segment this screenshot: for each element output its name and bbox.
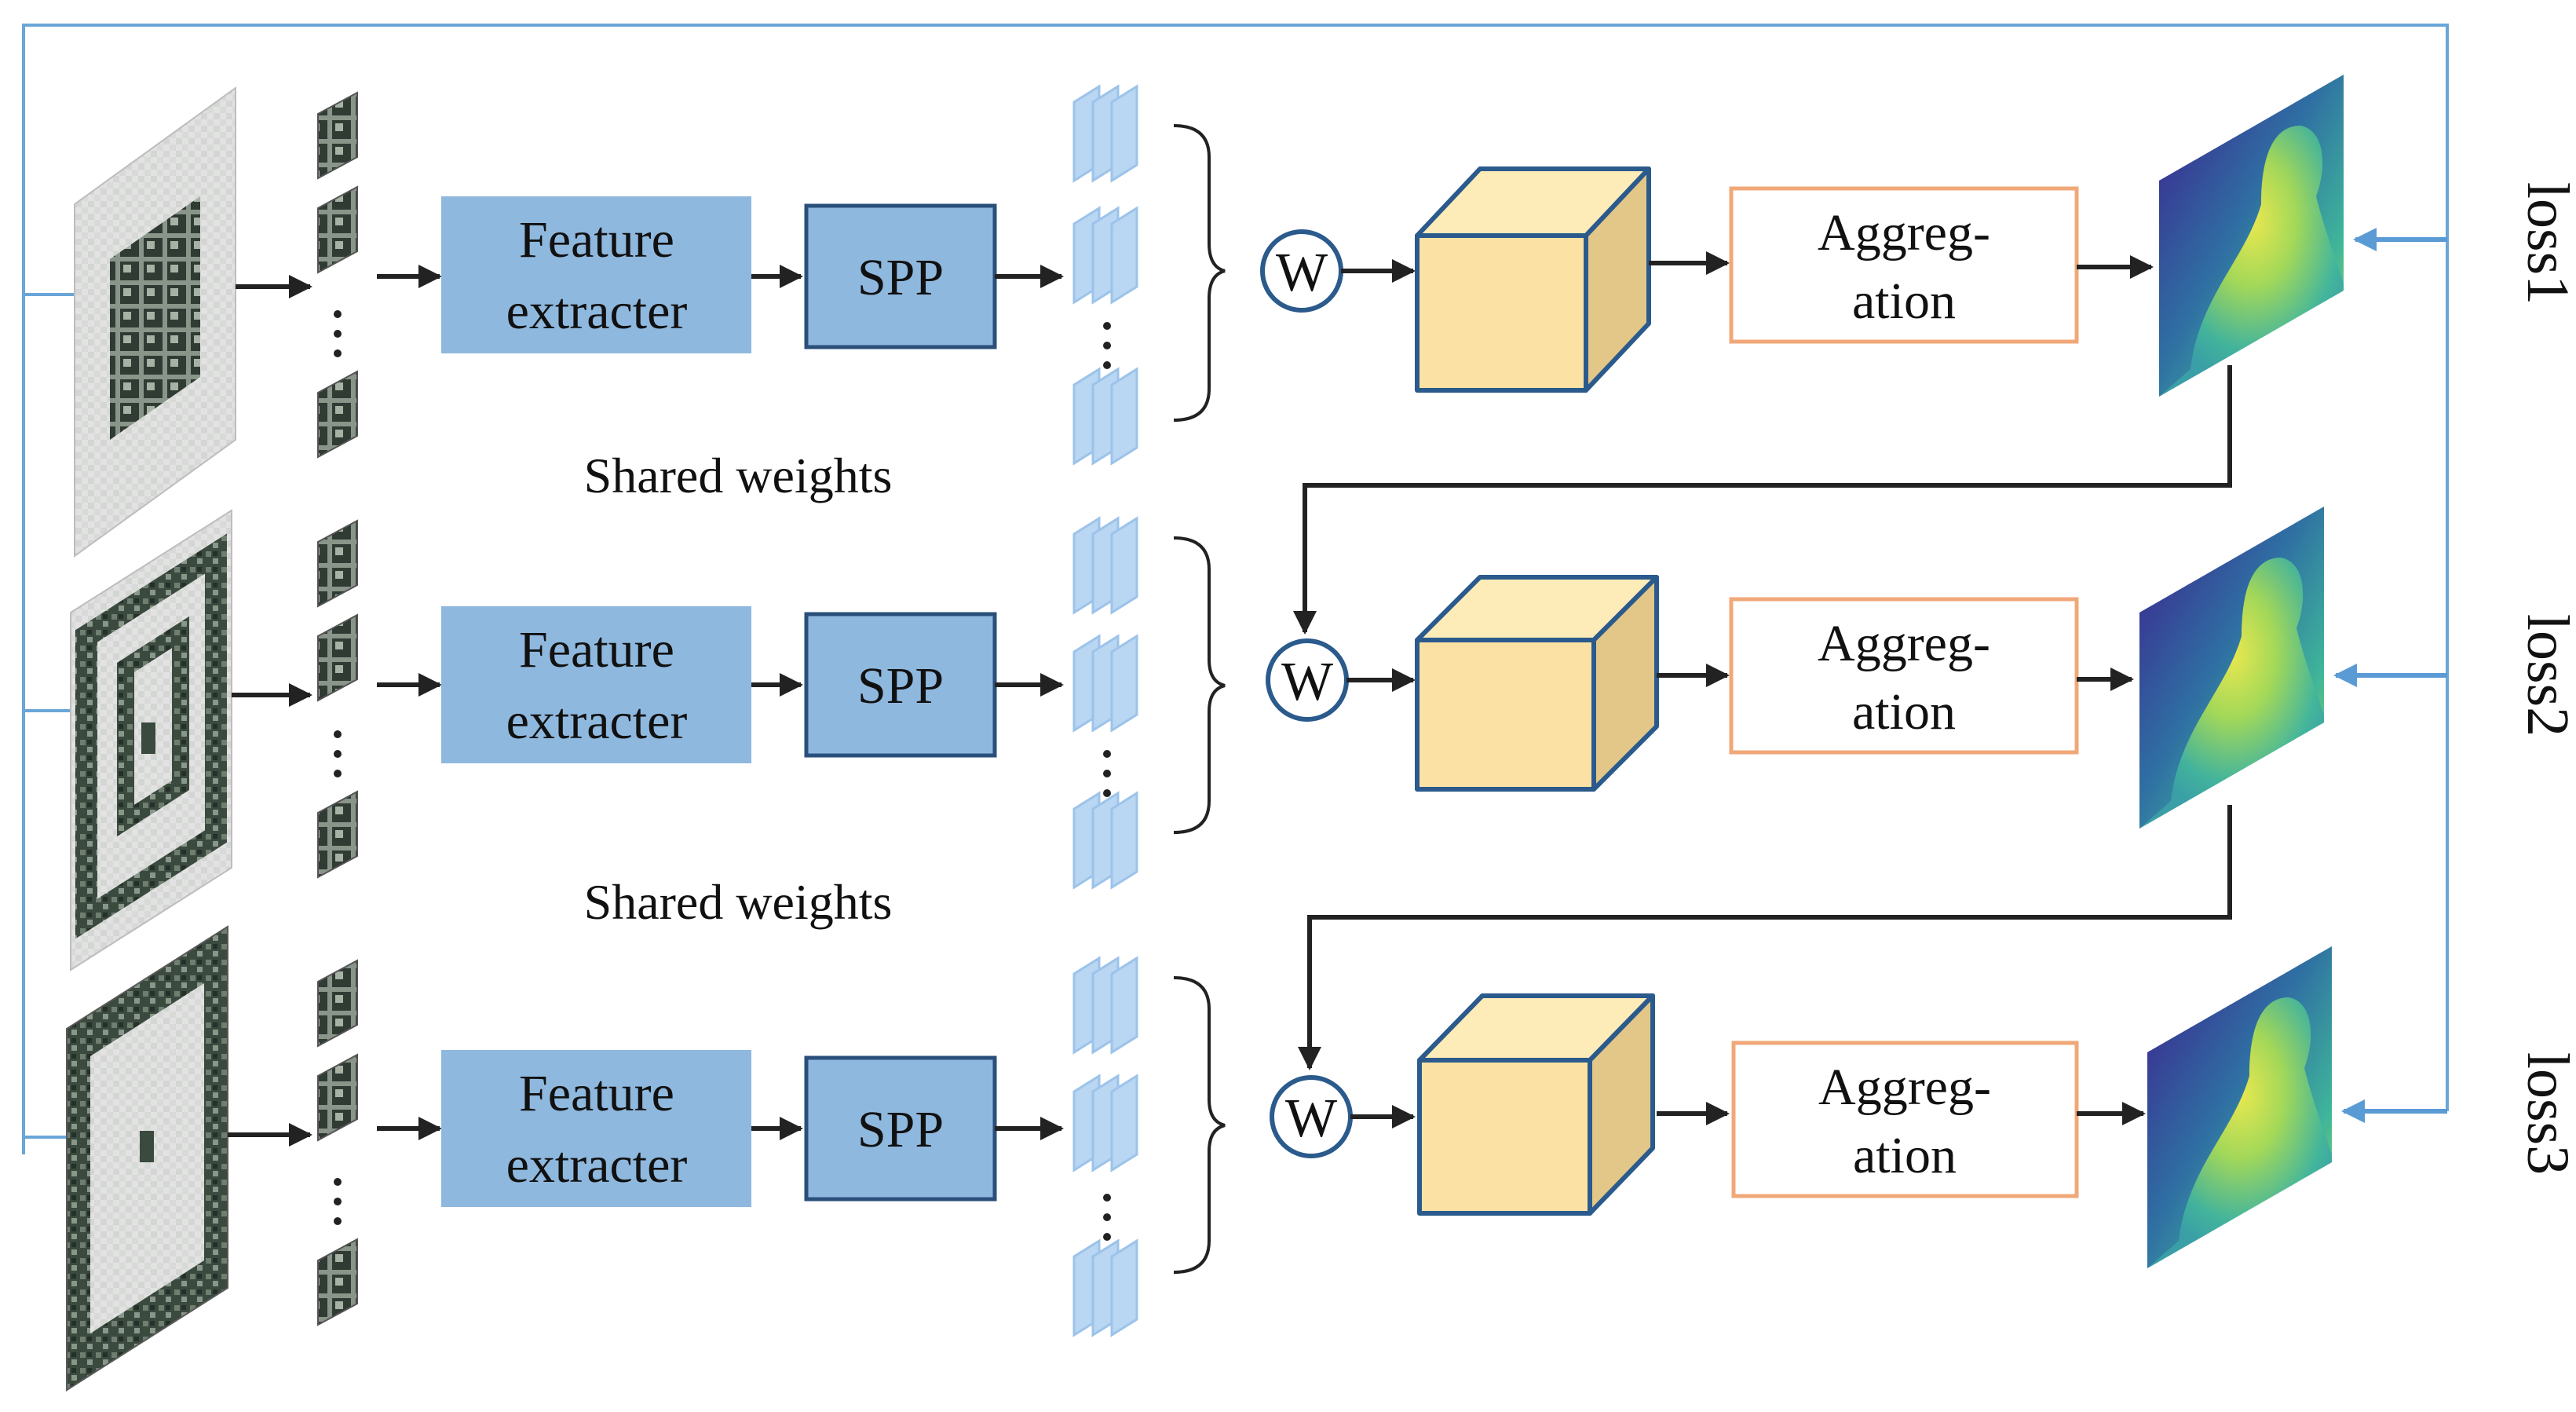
- cost-volume-cube-2: [1415, 575, 1659, 792]
- aggregation-box-1: Aggreg- ation: [1729, 186, 2079, 344]
- input-image-1: [74, 86, 236, 558]
- feature-extracter-2-line2: extracter: [506, 693, 688, 750]
- feedback-arrow-2-3: [1298, 805, 2232, 1070]
- aggregation-box-2: Aggreg- ation: [1729, 597, 2079, 755]
- spp-label-2: SPP: [857, 657, 944, 715]
- shared-weights-label-1: Shared weights: [584, 448, 893, 503]
- warp-node-3: W: [1270, 1075, 1353, 1158]
- spp-box-3: SPP: [804, 1055, 997, 1202]
- spp-label-3: SPP: [857, 1101, 944, 1158]
- aggregation-2-line1: Aggreg-: [1818, 615, 1990, 672]
- warp-node-1: W: [1260, 229, 1343, 313]
- depth-map-2: [2139, 507, 2324, 829]
- spp-label-1: SPP: [857, 249, 944, 306]
- patch-stack-2: [317, 519, 358, 879]
- spp-box-2: SPP: [804, 612, 997, 758]
- aggregation-2-line2: ation: [1852, 683, 1956, 741]
- aggregation-1-line2: ation: [1852, 273, 1956, 330]
- feature-extracter-2: Feature extracter: [441, 606, 751, 763]
- warp-node-2: W: [1266, 638, 1349, 722]
- aggregation-3-line2: ation: [1853, 1127, 1957, 1184]
- feature-extracter-2-line1: Feature: [519, 621, 674, 679]
- loss-label-2: loss2: [2515, 614, 2576, 737]
- feature-extracter-1-line1: Feature: [519, 211, 674, 269]
- input-image-2: [70, 509, 232, 971]
- input-image-3: [66, 925, 228, 1392]
- aggregation-box-3: Aggreg- ation: [1731, 1041, 2079, 1198]
- aggregation-3-line1: Aggreg-: [1818, 1059, 1991, 1116]
- feature-extracter-3-line1: Feature: [519, 1065, 674, 1122]
- shared-weights-label-2: Shared weights: [584, 874, 893, 930]
- feature-volumes-2: [1072, 516, 1138, 890]
- aggregation-1-line1: Aggreg-: [1818, 204, 1990, 262]
- warp-symbol-3: W: [1285, 1088, 1337, 1149]
- feature-extracter-3-line2: extracter: [506, 1136, 688, 1194]
- loss-label-3: loss3: [2515, 1052, 2576, 1175]
- cost-volume-cube-1: [1415, 166, 1651, 393]
- bracket-1: [1173, 124, 1226, 422]
- patch-stack-1: [317, 91, 358, 459]
- patch-stack-3: [317, 959, 358, 1326]
- depth-map-1: [2159, 75, 2344, 397]
- depth-map-3: [2147, 946, 2332, 1268]
- feedback-arrow-1-2: [1293, 365, 2232, 635]
- warp-symbol-1: W: [1276, 243, 1328, 303]
- cost-volume-cube-3: [1417, 993, 1655, 1216]
- feature-volumes-3: [1072, 956, 1138, 1337]
- loss-label-1: loss1: [2515, 182, 2576, 305]
- feature-extracter-3: Feature extracter: [441, 1050, 751, 1207]
- feature-volumes-1: [1072, 84, 1138, 466]
- bracket-3: [1173, 976, 1226, 1274]
- feature-extracter-1-line2: extracter: [506, 283, 688, 340]
- volume-dots: [1103, 322, 1111, 1241]
- spp-box-1: SPP: [804, 203, 997, 349]
- feature-extracter-1: Feature extracter: [441, 196, 751, 353]
- bracket-2: [1173, 536, 1226, 834]
- warp-symbol-2: W: [1281, 652, 1333, 712]
- outer-loss-line: [22, 24, 2449, 1154]
